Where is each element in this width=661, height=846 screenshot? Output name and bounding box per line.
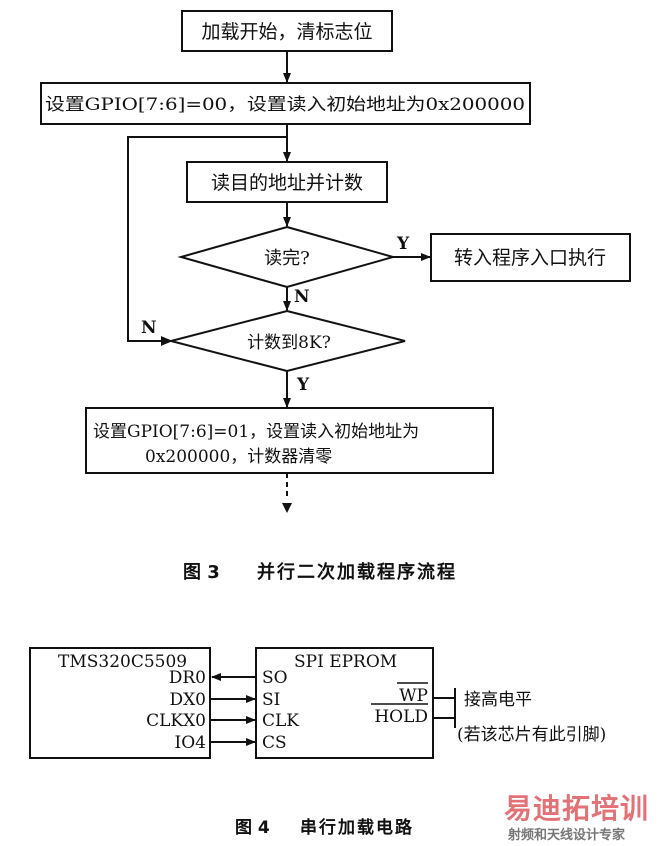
dsp-chip [29,647,211,759]
read-dest-text: 读目的地址并计数 [211,172,363,194]
start-text: 加载开始，清标志位 [201,21,372,43]
label-yes-count: Y [296,375,310,395]
loop-back-arrowhead [161,336,171,346]
figure-3-caption: 图 3 并行二次加载程序流程 [183,561,457,583]
eprom-pin-hold: HOLD [374,707,428,727]
eprom-pin-si: SI [262,690,280,710]
figure-3-title: 并行二次加载程序流程 [257,561,457,583]
jump-entry-box [430,233,631,282]
dsp-pin-io4: IO4 [175,733,206,753]
jump-entry-text: 转入程序入口执行 [454,247,606,269]
eprom-name: SPI EPROM [294,652,397,672]
watermark-brand: 易迪拓培训 [504,792,649,825]
label-no-count: N [141,318,157,338]
watermark-logo: 易迪拓培训 射频和天线设计专家 [504,792,649,843]
tie-note-line2: (若该芯片有此引脚) [457,725,606,745]
set-gpio-00-text: 设置GPIO[7:6]=00，设置读入初始地址为0x200000 [45,95,525,115]
dsp-pin-clkx0: CLKX0 [146,711,206,731]
flowchart [40,10,631,513]
eprom-chip [255,647,434,759]
flowchart-text: 加载开始，清标志位 设置GPIO[7:6]=00，设置读入初始地址为0x2000… [45,21,606,467]
eprom-pin-cs: CS [262,733,287,753]
figure-4-title: 串行加载电路 [300,817,414,838]
loop-back-line [127,136,287,342]
eprom-pin-clk: CLK [262,711,299,731]
count-8k-text: 计数到8K? [247,333,331,353]
set-gpio-01-text-line2: 0x200000，计数器清零 [145,447,332,467]
figure-4-number: 图 4 [235,818,270,838]
circuit [29,647,456,759]
eprom-pin-wp: WP [399,686,428,706]
label-yes-done: Y [396,234,410,254]
start-box [181,10,393,52]
watermark-subtitle: 射频和天线设计专家 [507,827,626,843]
label-no-done: N [294,287,310,307]
set-gpio-00-box [40,82,531,125]
eprom-pin-so: SO [262,668,288,688]
dsp-name: TMS320C5509 [58,652,187,672]
figure-3-number: 图 3 [183,562,220,583]
dashed-arrowhead [282,503,292,513]
figure-4-caption: 图 4 串行加载电路 [235,817,414,838]
read-done-text: 读完? [264,248,310,269]
dsp-pin-dx0: DX0 [169,690,206,710]
dsp-pin-dr0: DR0 [169,668,206,688]
circuit-text: TMS320C5509 DR0 DX0 CLKX0 IO4 SPI EPROM … [58,652,606,753]
set-gpio-01-box [85,407,494,474]
tie-note-line1: 接高电平 [464,690,532,710]
set-gpio-01-text-line1: 设置GPIO[7:6]=01，设置读入初始地址为 [93,422,419,442]
